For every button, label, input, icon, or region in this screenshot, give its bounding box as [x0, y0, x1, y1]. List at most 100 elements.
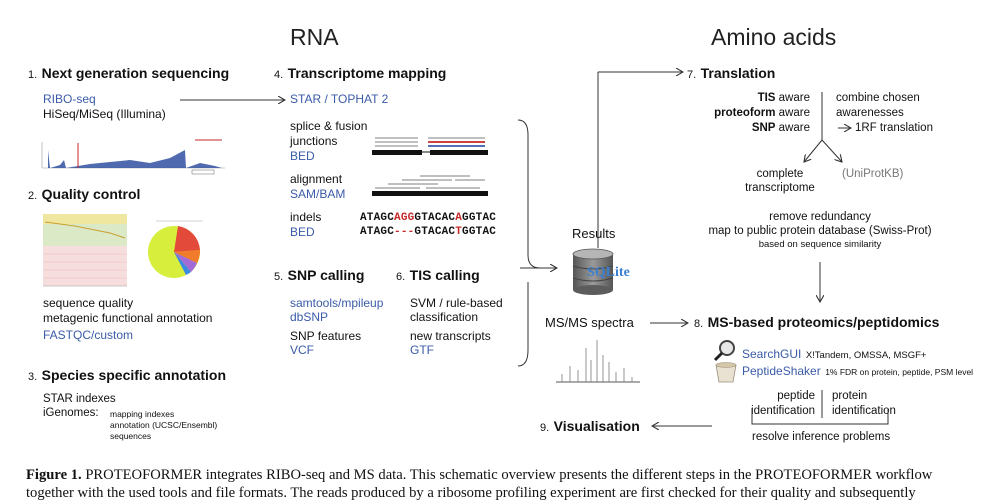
caption-line-2: together with the used tools and file fo…	[26, 485, 916, 501]
section-5-heading: 5. SNP calling	[274, 267, 364, 285]
term-suffix: aware	[775, 122, 810, 134]
section-8-heading: 8. MS-based proteomics/peptidomics	[694, 314, 939, 332]
section-title: MS-based proteomics/peptidomics	[707, 314, 940, 330]
section-number: 3.	[28, 371, 38, 383]
seq-part: GTACAC	[414, 212, 456, 224]
svm-label: SVM / rule-based	[410, 296, 503, 310]
resolve-label: resolve inference problems	[752, 431, 891, 443]
transcriptome-label: transcriptome	[745, 182, 815, 194]
searchgui-desc: X!Tandem, OMSSA, MSGF+	[805, 350, 927, 361]
peptideshaker-desc: 1% FDR on protein, peptide, PSM level	[825, 367, 974, 377]
database-icon	[572, 248, 614, 295]
peptideshaker-label: PeptideShaker	[742, 364, 821, 378]
uniprot-label: (UniProtKB)	[842, 168, 904, 180]
awarenesses-label: awarenesses	[836, 107, 904, 119]
section-title: SNP calling	[287, 267, 365, 283]
results-label: Results	[572, 226, 616, 241]
protein-identification: identification	[832, 405, 896, 417]
term: SNP	[751, 122, 776, 134]
complete-label: complete	[756, 168, 804, 180]
msms-label: MS/MS spectra	[545, 315, 634, 330]
snp-features-label: SNP features	[290, 329, 362, 343]
splice-junction-graphic	[372, 137, 488, 155]
ribo-seq-label: RIBO-seq	[43, 92, 96, 106]
section-number: 2.	[28, 190, 38, 202]
tis-aware: TIS aware	[700, 92, 810, 105]
igenomes-label: iGenomes:	[43, 407, 99, 419]
section-2-heading: 2. Quality control	[28, 186, 140, 204]
ms-spectrum-graphic	[556, 340, 640, 383]
seq-part: ATAGC	[360, 212, 395, 224]
term: TIS	[757, 92, 776, 104]
section-title: Visualisation	[553, 418, 640, 434]
section-number: 8.	[694, 318, 704, 330]
seq-part: GGTAC	[462, 226, 497, 238]
samtools-label: samtools/mpileup	[290, 296, 384, 310]
term: proteoform	[714, 107, 776, 119]
sam-bam-label: SAM/BAM	[290, 187, 346, 201]
alignment-graphic	[372, 175, 488, 196]
fastqc-label: FASTQC/custom	[43, 328, 134, 342]
arrow-to-uniprot	[821, 139, 842, 162]
shaker-icon	[715, 362, 737, 383]
seq-part: AGG	[394, 212, 415, 224]
seq-part: GTACAC	[414, 226, 456, 238]
proteoform-aware: proteoform aware	[680, 107, 810, 120]
qc-line-1: sequence quality	[43, 296, 134, 310]
section-number: 6.	[396, 271, 406, 283]
peptide-identification: identification	[751, 405, 815, 417]
section-number: 4.	[274, 69, 284, 81]
identification-bracket	[751, 408, 889, 425]
section-title: Species specific annotation	[41, 367, 227, 383]
section-number: 5.	[274, 271, 284, 283]
sqlite-label: SQLite	[587, 265, 630, 280]
section-number: 7.	[687, 69, 697, 81]
figure-caption: Figure 1. PROTEOFORMER integrates RIBO-s…	[26, 466, 971, 502]
dbsnp-label: dbSNP	[290, 310, 329, 324]
protein-label: protein	[832, 390, 868, 402]
seq-part: ---	[394, 226, 415, 238]
redundancy-line-2: map to public protein database (Swiss-Pr…	[708, 225, 932, 237]
redundancy-line-1: remove redundancy	[769, 211, 871, 223]
caption-text: PROTEOFORMER integrates RIBO-seq and MS …	[81, 467, 933, 483]
indels-label: indels	[290, 210, 322, 224]
section-7-heading: 7. Translation	[687, 65, 775, 83]
sequence-row-1: ATAGCAGGGTACACAGGTAC	[360, 212, 496, 225]
seq-part: ATAGC	[360, 226, 395, 238]
redundancy-line-3: based on sequence similarity	[758, 239, 882, 250]
igenomes-item: sequences	[110, 431, 152, 441]
alignment-label: alignment	[290, 172, 343, 186]
amino-acids-header: Amino acids	[711, 24, 837, 50]
section-1-heading: 1. Next generation sequencing	[28, 65, 229, 83]
section-6-heading: 6. TIS calling	[396, 267, 480, 285]
junctions-label: junctions	[290, 134, 338, 148]
peptide-label: peptide	[777, 390, 815, 402]
star-indexes: STAR indexes	[43, 393, 116, 405]
section-number: 9.	[540, 422, 550, 434]
arrow-to-complete	[804, 139, 823, 162]
term-suffix: aware	[775, 92, 810, 104]
star-tophat-label: STAR / TOPHAT 2	[290, 92, 389, 106]
bracket-lower	[517, 282, 529, 367]
hiseq-label: HiSeq/MiSeq (Illumina)	[43, 107, 166, 121]
gtf-label: GTF	[410, 343, 434, 357]
section-number: 1.	[28, 69, 38, 81]
section-title: Translation	[700, 65, 776, 81]
seq-part: T	[455, 226, 463, 238]
section-title: Next generation sequencing	[41, 65, 230, 81]
caption-figure-label: Figure 1.	[26, 467, 82, 483]
rna-header: RNA	[290, 24, 339, 50]
section-3-heading: 3. Species specific annotation	[28, 367, 226, 385]
seq-part: A	[455, 212, 463, 224]
section-4-heading: 4. Transcriptome mapping	[274, 65, 446, 83]
qc-line-2: metagenic functional annotation	[43, 311, 213, 325]
splice-label: splice & fusion	[290, 119, 368, 133]
classification-label: classification	[410, 310, 479, 324]
bed-label: BED	[290, 225, 315, 239]
new-transcripts-label: new transcripts	[410, 329, 491, 343]
ribo-seq-coverage-plot	[41, 139, 225, 175]
section-title: Quality control	[41, 186, 141, 202]
seq-part: GGTAC	[462, 212, 497, 224]
sequence-row-2: ATAGC---GTACACTGGTAC	[360, 226, 496, 239]
magnifier-icon	[713, 340, 735, 362]
